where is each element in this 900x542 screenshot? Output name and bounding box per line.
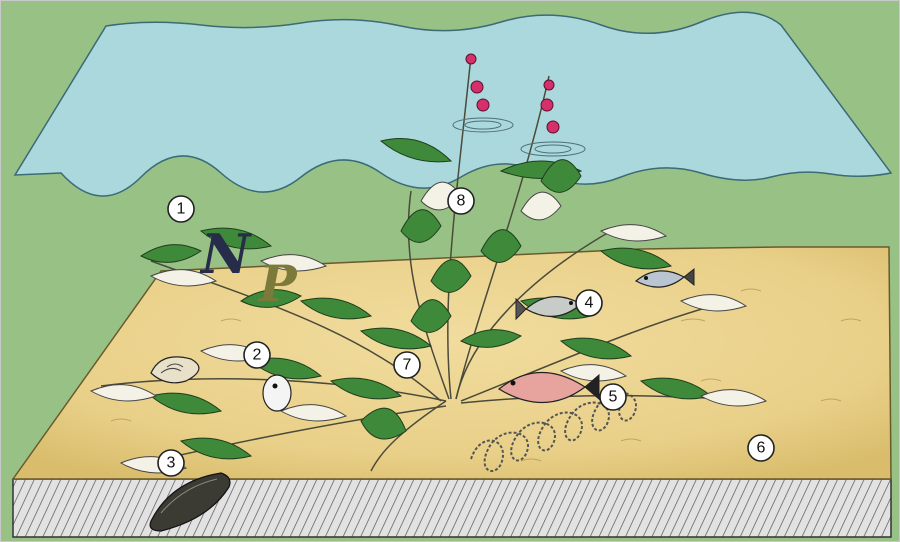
- callout-2: 2: [244, 342, 270, 368]
- callout-8-label: 8: [457, 193, 466, 210]
- soil-cross-section: [13, 479, 891, 537]
- callout-5: 5: [600, 384, 626, 410]
- callout-3: 3: [158, 450, 184, 476]
- callout-2-label: 2: [253, 347, 262, 364]
- callout-7: 7: [394, 352, 420, 378]
- callout-1: 1: [168, 196, 194, 222]
- small-creature: [263, 375, 291, 411]
- callout-4: 4: [576, 290, 602, 316]
- callout-7-label: 7: [403, 357, 412, 374]
- callout-5-label: 5: [609, 389, 618, 406]
- callout-1-label: 1: [177, 201, 186, 218]
- callout-8: 8: [448, 188, 474, 214]
- nitrogen-letter: N: [199, 222, 253, 286]
- callout-6-label: 6: [757, 440, 766, 457]
- water-surface: [15, 12, 891, 196]
- callout-3-label: 3: [167, 455, 176, 472]
- callout-4-label: 4: [585, 295, 594, 312]
- callout-6: 6: [748, 435, 774, 461]
- phosphorus-letter: P: [257, 254, 298, 313]
